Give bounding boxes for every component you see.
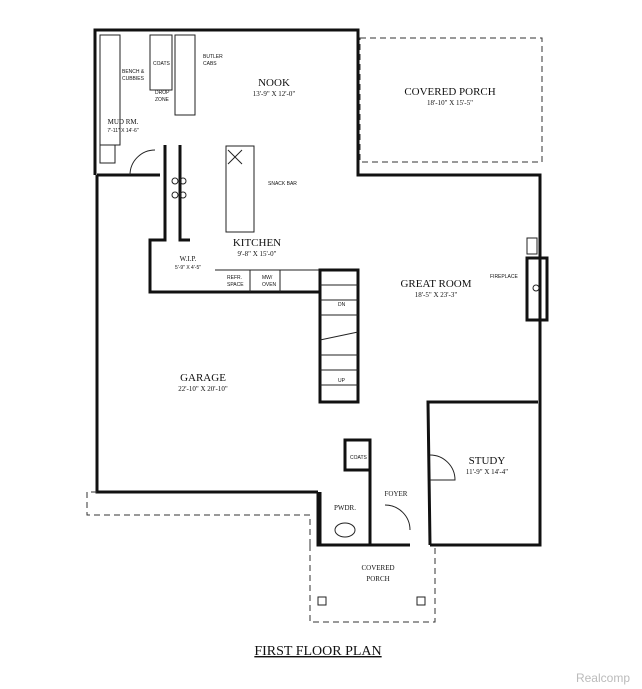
annotations: BENCH & CUBBIES COATS BUTLER CABS DROP Z… — [122, 54, 518, 461]
stair-dn: DN — [338, 302, 346, 308]
wip-dims: 5'-9" X 4'-5" — [175, 265, 201, 271]
butler-note-2: CABS — [203, 61, 217, 67]
coats-foyer-note: COATS — [350, 455, 368, 461]
nook-label: NOOK — [258, 77, 290, 89]
rear-porch-dims: 18'-10" X 15'-5" — [427, 99, 473, 107]
bench-note-2: CUBBIES — [122, 76, 145, 82]
refr-note-1: REFR. — [227, 275, 242, 281]
stair-up: UP — [338, 378, 346, 384]
garage-dims: 22'-10" X 20'-10" — [178, 385, 228, 393]
study-dims: 11'-9" X 14'-4" — [466, 468, 508, 476]
study-label: STUDY — [469, 455, 506, 467]
mud-room-dims: 7'-11" X 14'-6" — [107, 128, 138, 134]
watermark: Realcomp — [576, 671, 630, 685]
drop-note-2: ZONE — [155, 97, 170, 103]
snack-bar-note: SNACK BAR — [268, 181, 297, 187]
mw-note-1: MW/ — [262, 275, 273, 281]
kitchen-label: KITCHEN — [233, 237, 281, 249]
mw-note-2: OVEN — [262, 282, 277, 288]
walls — [86, 28, 549, 623]
mud-room-label: MUD RM. — [108, 118, 139, 126]
kitchen-dims: 9'-8" X 15'-0" — [238, 250, 277, 258]
fireplace-note: FIREPLACE — [490, 274, 518, 280]
powder-label: PWDR. — [334, 504, 356, 512]
plan-title: FIRST FLOOR PLAN — [254, 644, 381, 659]
foyer-label: FOYER — [385, 490, 408, 498]
wip-label: W.I.P. — [180, 255, 197, 263]
refr-note-2: SPACE — [227, 282, 244, 288]
bench-note-1: BENCH & — [122, 69, 145, 75]
butler-note-1: BUTLER — [203, 54, 223, 60]
front-porch-label-1: COVERED — [361, 564, 394, 572]
great-room-dims: 18'-5" X 23'-3" — [415, 291, 458, 299]
front-porch-label-2: PORCH — [366, 575, 389, 583]
nook-dims: 13'-9" X 12'-0" — [253, 90, 296, 98]
great-room-label: GREAT ROOM — [400, 278, 471, 290]
rear-porch-label: COVERED PORCH — [404, 86, 495, 98]
room-labels: NOOK 13'-9" X 12'-0" COVERED PORCH 18'-1… — [107, 77, 508, 583]
drop-note-1: DROP — [155, 90, 170, 96]
coats-mud-note: COATS — [153, 61, 171, 67]
garage-label: GARAGE — [180, 372, 226, 384]
stair-treads — [319, 284, 359, 386]
